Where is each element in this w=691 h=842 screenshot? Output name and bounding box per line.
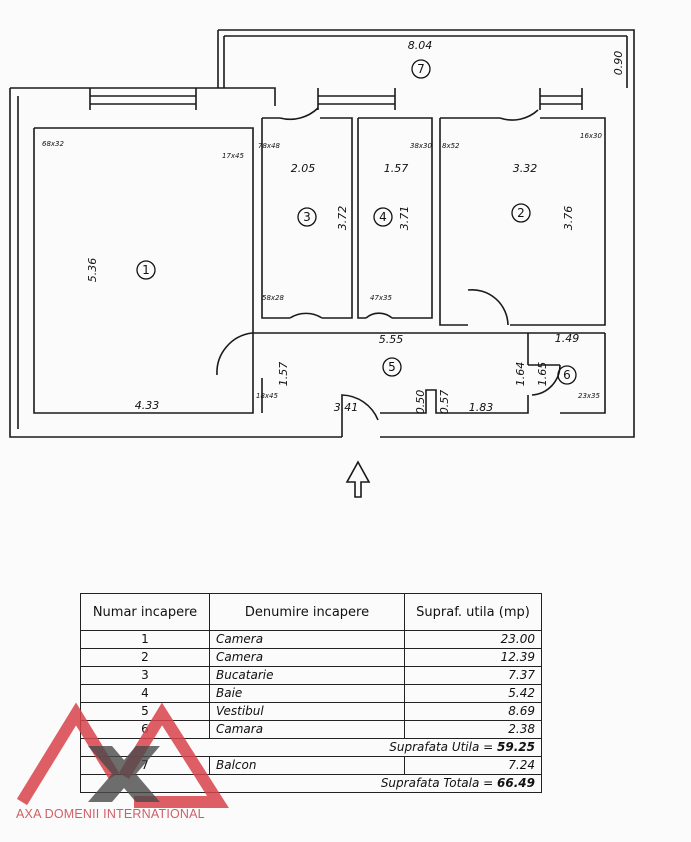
dim-vestibul-entry: 3.41 [334, 401, 359, 414]
dim-room-1-height: 5.36 [86, 258, 99, 283]
dim-vestibul-niche-b: 0.57 [438, 390, 451, 415]
room-area-table: Numar incapere Denumire incapere Supraf.… [80, 593, 542, 793]
table-row: 5 Vestibul 8.69 [80, 702, 542, 721]
dim-room-6-height-a: 1.64 [514, 362, 527, 387]
logo-text: AXA DOMENII INTERNATIONAL [16, 807, 205, 821]
vestibul-walls [252, 332, 605, 414]
door-entrance [216, 332, 379, 437]
room-number-cell: 2 [80, 648, 210, 667]
room-area-cell: 23.00 [404, 630, 542, 649]
room-4-walls [357, 117, 433, 319]
dim-room-3-height: 3.72 [336, 206, 349, 231]
dim-room-4-width: 1.57 [384, 162, 409, 175]
room-6-walls [527, 333, 606, 414]
dim-room-4-height: 3.71 [398, 206, 411, 231]
dim-room-1-width: 4.33 [135, 399, 160, 412]
dim-balcony-depth: 0.90 [612, 51, 625, 76]
room-number-cell: 3 [80, 666, 210, 685]
room-number-cell: 1 [80, 630, 210, 649]
dim-vestibul-depth: 1.57 [277, 362, 290, 387]
room-name-cell: Camera [209, 630, 405, 649]
grand-total-value: 66.49 [497, 776, 535, 790]
dim-room-2-width: 3.32 [513, 162, 538, 175]
grand-total-row: Suprafata Totala = 66.49 [80, 774, 542, 793]
room-area-cell: 12.39 [404, 648, 542, 667]
label-window-4: 38x30 [410, 142, 433, 150]
header-room-area: Supraf. utila (mp) [404, 593, 542, 631]
windows [89, 88, 583, 110]
table-row: 2 Camera 12.39 [80, 648, 542, 667]
label-door-4: 47x35 [370, 294, 393, 302]
label-window-6: 16x30 [580, 132, 603, 140]
entrance-arrow [345, 460, 371, 498]
outer-wall [9, 87, 635, 438]
dim-room-6-width: 1.49 [555, 332, 580, 345]
label-window-1: 68x32 [42, 140, 65, 148]
inner-wall-left [33, 127, 254, 414]
dim-room-2-height: 3.76 [562, 206, 575, 231]
label-window-5: 8x52 [442, 142, 460, 150]
room-4-number: 4 [379, 210, 387, 224]
room-name-cell: Balcon [209, 756, 405, 775]
door-room-2 [467, 109, 539, 326]
door-room-3 [279, 107, 323, 319]
room-name-cell: Camara [209, 720, 405, 739]
dim-room-3-width: 2.05 [291, 162, 316, 175]
room-3-walls [261, 117, 353, 319]
room-1-number: 1 [142, 263, 150, 277]
room-name-cell: Bucatarie [209, 666, 405, 685]
util-total-value: 59.25 [497, 740, 535, 754]
room-7-number: 7 [417, 62, 425, 76]
dim-room-6-height-b: 1.65 [536, 362, 549, 387]
room-3-number: 3 [303, 210, 311, 224]
header-room-name: Denumire incapere [209, 593, 405, 631]
door-room-4 [365, 312, 393, 319]
dim-vestibul-right: 1.83 [469, 401, 494, 414]
room-area-cell: 7.24 [404, 756, 542, 775]
util-total-cell: Suprafata Utila = 59.25 [80, 738, 542, 757]
label-window-3: 78x48 [258, 142, 281, 150]
balcony-outline [217, 29, 635, 88]
room-area-cell: 2.38 [404, 720, 542, 739]
room-area-cell: 5.42 [404, 684, 542, 703]
util-total-row: Suprafata Utila = 59.25 [80, 738, 542, 757]
room-name-cell: Baie [209, 684, 405, 703]
room-2-number: 2 [517, 206, 525, 220]
table-row: 1 Camera 23.00 [80, 630, 542, 649]
grand-total-label: Suprafata Totala = [380, 776, 494, 790]
header-room-number: Numar incapere [80, 593, 210, 631]
dim-balcony-length: 8.04 [408, 39, 433, 52]
room-name-cell: Camera [209, 648, 405, 667]
room-5-number: 5 [388, 360, 396, 374]
table-header-row: Numar incapere Denumire incapere Supraf.… [80, 593, 542, 631]
company-logo: AXA DOMENII INTERNATIONAL [14, 700, 229, 825]
label-door-6: 23x35 [578, 392, 601, 400]
grand-total-cell: Suprafata Totala = 66.49 [80, 774, 542, 793]
room-2-walls [439, 117, 606, 326]
floor-plan: 1 3 4 2 5 6 7 5.36 4.33 3.32 3.76 2.05 3… [9, 29, 635, 498]
label-window-2: 17x45 [222, 152, 245, 160]
logo-mark [16, 702, 229, 808]
label-door-entry: 18x45 [256, 392, 279, 400]
util-total-label: Suprafata Utila = [389, 740, 494, 754]
room-area-cell: 7.37 [404, 666, 542, 685]
room-6-number: 6 [563, 368, 571, 382]
table-row: 3 Bucatarie 7.37 [80, 666, 542, 685]
room-area-cell: 8.69 [404, 702, 542, 721]
dim-vestibul-width: 5.55 [379, 333, 404, 346]
room-name-cell: Vestibul [209, 702, 405, 721]
label-door-3: 58x28 [262, 294, 285, 302]
dim-vestibul-niche-a: 0.50 [414, 390, 427, 415]
